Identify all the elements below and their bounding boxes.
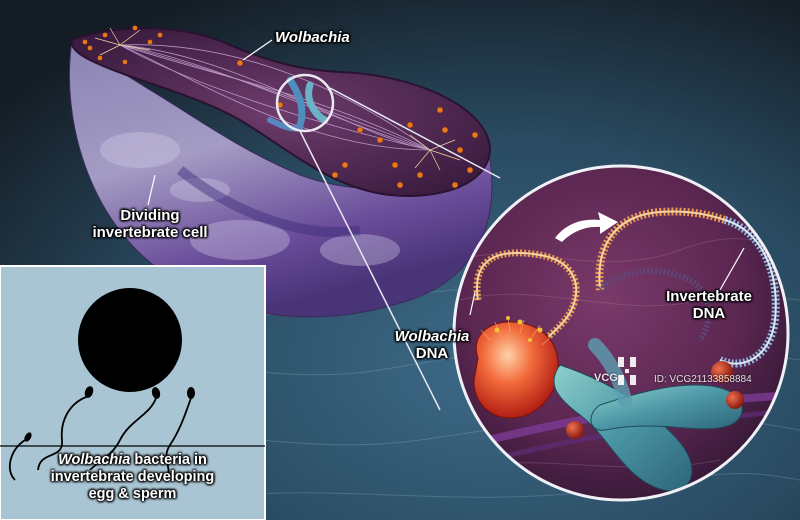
red-granule bbox=[566, 421, 584, 439]
zoom-circle-content bbox=[454, 207, 788, 492]
cell-chromosomes bbox=[267, 76, 329, 132]
zoom-circle-ring bbox=[452, 164, 790, 502]
wolbachia-dots bbox=[82, 25, 479, 189]
label-wolbachia-dna-line1: Wolbachia bbox=[394, 328, 470, 345]
egg bbox=[78, 288, 182, 392]
label-dividing-line1: Dividing bbox=[120, 207, 180, 224]
cell-furrow bbox=[176, 166, 361, 237]
label-pointers bbox=[147, 39, 745, 316]
inset-caption-line2: invertebrate developing bbox=[50, 469, 215, 485]
inset-caption-rest: bacteria in bbox=[130, 452, 207, 468]
inset-caption-line1: Wolbachia bacteria in bbox=[0, 452, 265, 469]
red-granule bbox=[726, 391, 744, 409]
magnifier-lines bbox=[299, 87, 501, 411]
cell-cut-surface bbox=[70, 27, 492, 197]
label-wolbachia: Wolbachia bbox=[275, 29, 350, 46]
label-dividing-cell: Dividing invertebrate cell bbox=[70, 207, 230, 241]
inset-caption: Wolbachia bacteria in invertebrate devel… bbox=[0, 452, 265, 503]
label-dividing-line2: invertebrate cell bbox=[92, 224, 208, 241]
inset-panel bbox=[0, 265, 266, 520]
label-wolbachia-dna: Wolbachia DNA bbox=[386, 328, 478, 362]
spindle-fibers bbox=[119, 44, 431, 151]
sperm-tails bbox=[8, 395, 192, 481]
bacterium bbox=[473, 316, 559, 419]
label-invertebrate-dna-line2: DNA bbox=[692, 305, 726, 322]
centrosome-right bbox=[409, 134, 461, 171]
centrosome-left bbox=[94, 27, 151, 56]
magnifier-ring bbox=[275, 73, 335, 133]
red-granule bbox=[711, 361, 733, 383]
transfer-arrow bbox=[555, 212, 618, 242]
sperm-heads bbox=[24, 386, 195, 442]
inset-caption-line3: egg & sperm bbox=[88, 486, 177, 502]
inset-caption-italic: Wolbachia bbox=[58, 452, 131, 468]
cell-body bbox=[69, 39, 493, 318]
watermark-brand: VCG bbox=[594, 372, 618, 384]
label-wolbachia-dna-line2: DNA bbox=[415, 345, 449, 362]
label-wolbachia-text: Wolbachia bbox=[275, 29, 350, 46]
watermark-id: ID: VCG21133858884 bbox=[654, 374, 752, 385]
watermark-logo bbox=[618, 357, 636, 385]
label-invertebrate-dna-line1: Invertebrate bbox=[666, 288, 752, 305]
zoom-chromosome bbox=[553, 338, 743, 492]
label-invertebrate-dna: Invertebrate DNA bbox=[650, 288, 768, 322]
